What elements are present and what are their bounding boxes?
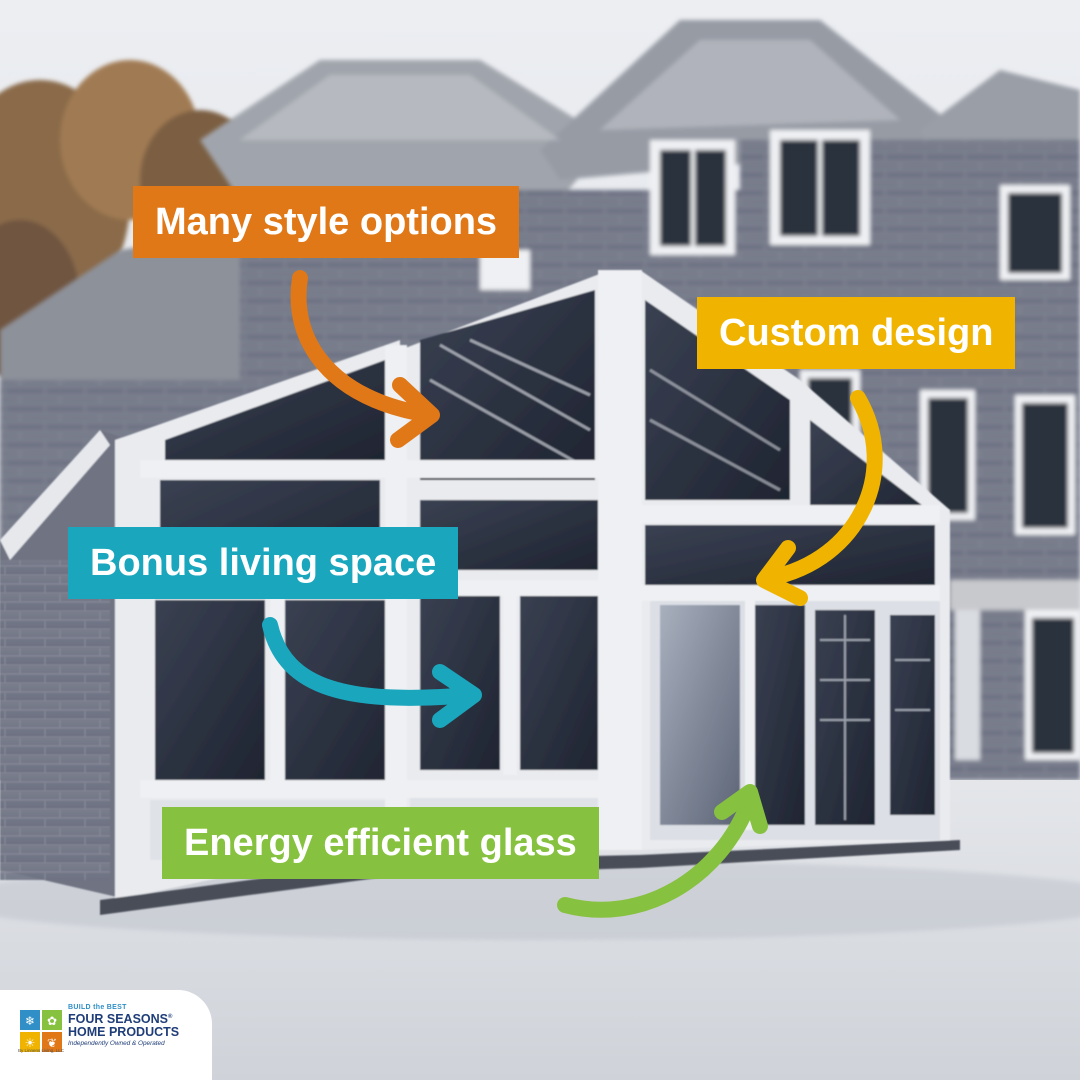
callout-bonus-living-space: Bonus living space xyxy=(68,527,459,599)
logo-small-print: By Linnens Living, LLC xyxy=(18,1048,65,1053)
logo-brand-line2: HOME PRODUCTS xyxy=(68,1025,180,1040)
svg-text:✿: ✿ xyxy=(47,1014,57,1028)
logo-tagline: BUILD the BEST xyxy=(68,1004,127,1011)
svg-text:☀: ☀ xyxy=(25,1036,36,1050)
callout-many-style-options: Many style options xyxy=(133,186,520,258)
svg-text:❄: ❄ xyxy=(25,1014,35,1028)
callout-energy-efficient-glass: Energy efficient glass xyxy=(162,807,599,879)
logo-brand-line1: FOUR SEASONS xyxy=(68,1012,169,1027)
four-seasons-logo-icon: ❄ ✿ ☀ ❦ xyxy=(20,1010,62,1052)
brand-logo: ❄ ✿ ☀ ❦ BUILD the BEST FOUR SEASONS® HOM… xyxy=(0,990,212,1080)
svg-text:❦: ❦ xyxy=(47,1036,57,1050)
logo-subtitle: Independently Owned & Operated xyxy=(68,1040,165,1048)
callout-custom-design: Custom design xyxy=(697,297,1016,369)
registered-mark: ® xyxy=(168,1014,173,1020)
